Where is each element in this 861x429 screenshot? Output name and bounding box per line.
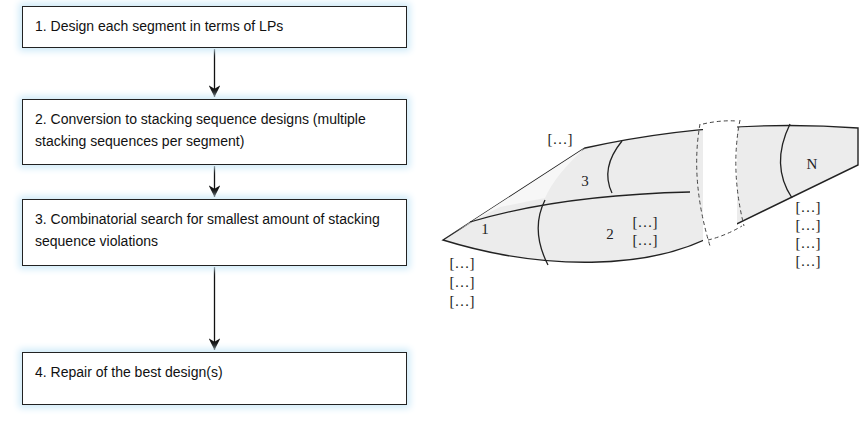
process-box: 1. Design each segment in terms of LPs [22, 6, 407, 48]
process-box: 4. Repair of the best design(s) [22, 352, 407, 405]
process-box: 2. Conversion to stacking sequence desig… [22, 99, 407, 165]
ellipsis-label: […] [633, 233, 658, 248]
ellipsis-label: […] [796, 200, 821, 215]
ellipsis-label: […] [796, 254, 821, 269]
ellipsis-label: […] [450, 294, 475, 309]
ellipsis-label: […] [796, 218, 821, 233]
ellipsis-label: […] [796, 236, 821, 251]
segment-boundary [780, 124, 792, 198]
step-text: 4. Repair of the best design(s) [35, 362, 394, 384]
segment-number: 1 [481, 222, 489, 237]
break-line [697, 124, 710, 246]
break-line [736, 120, 744, 226]
flow-arrow [214, 49, 215, 97]
flow-arrow [214, 267, 215, 350]
step-text: 3. Combinatorial search for smallest amo… [35, 209, 394, 252]
segment-number: N [807, 157, 818, 172]
step-text: 2. Conversion to stacking sequence desig… [35, 109, 394, 152]
panel-outline [443, 126, 858, 263]
step-text: 1. Design each segment in terms of LPs [35, 16, 394, 38]
ellipsis-label: […] [450, 275, 475, 290]
ellipsis-label: […] [548, 132, 573, 147]
segment-boundary [538, 200, 548, 265]
segment-number: 2 [606, 227, 614, 242]
process-box: 3. Combinatorial search for smallest amo… [22, 199, 407, 266]
segment-boundary [608, 141, 622, 193]
break-gap [703, 110, 737, 250]
flow-arrow [214, 166, 215, 197]
ellipsis-label: […] [450, 256, 475, 271]
break-line [708, 226, 742, 240]
segment-number: 3 [581, 174, 589, 189]
segment-one [443, 148, 585, 240]
break-line [703, 121, 737, 124]
ellipsis-label: […] [633, 215, 658, 230]
